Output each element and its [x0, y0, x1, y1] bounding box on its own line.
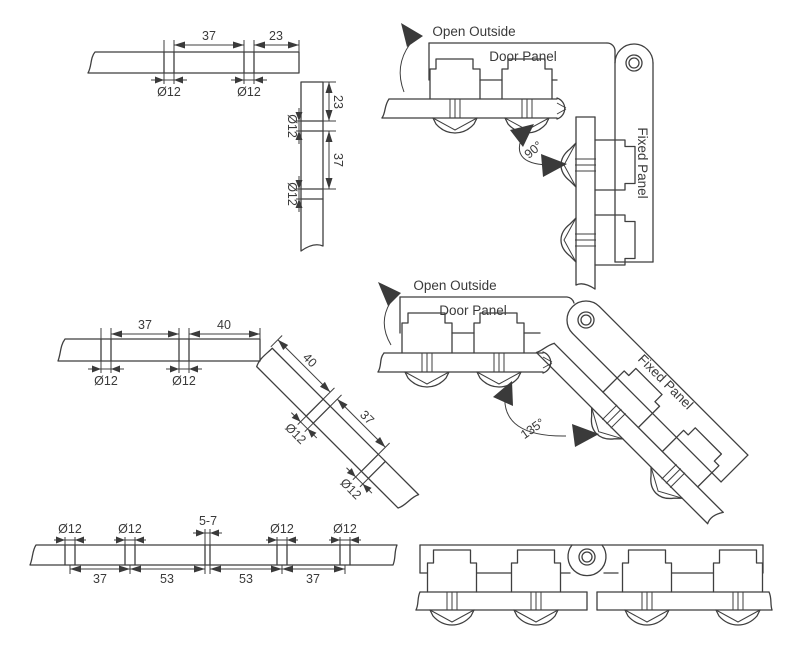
bolt-head: [404, 371, 450, 388]
glass-clamp: [621, 549, 673, 593]
hinge-nose: [556, 97, 566, 120]
dia-label: Ø12: [172, 374, 196, 388]
fixed-panel-label: Fixed Panel: [635, 351, 696, 412]
dimension-37-23: 37 23: [163, 29, 300, 52]
bolt-head: [432, 117, 478, 134]
dia-label: Ø12: [118, 522, 142, 536]
hole-diameter-labels: Ø12 Ø12: [88, 361, 202, 388]
door-glass: [377, 351, 553, 374]
dim-label: 37: [306, 572, 320, 586]
dia-label: Ø12: [94, 374, 118, 388]
dim-label: 53: [160, 572, 174, 586]
pivot-pin: [577, 311, 595, 329]
glass-clamp: [594, 139, 636, 191]
glass-clamp: [712, 549, 764, 593]
angle-135: 135°: [493, 381, 599, 447]
open-outside-label: Open Outside: [432, 24, 515, 39]
glass-strip: [57, 338, 261, 362]
dia-label: Ø12: [270, 522, 294, 536]
drill-template-door-135: 37 40 Ø12 Ø12: [57, 318, 261, 388]
drill-template-fixed-90: 23 37 Ø12 Ø12: [285, 81, 345, 252]
bolt-head: [624, 609, 670, 626]
glass-clamp: [426, 549, 478, 593]
pivot-pin: [578, 548, 596, 566]
assembly-135: Open Outside Door Panel: [377, 278, 749, 525]
open-outside-label: Open Outside: [413, 278, 496, 293]
dim-label: 23: [269, 29, 283, 43]
door-leaf: [428, 42, 616, 100]
glass-clamp: [501, 58, 553, 100]
knuckle: [567, 544, 607, 577]
fixed-clamps: [560, 139, 636, 266]
dim-label: 23: [331, 95, 345, 109]
dim-label: 40: [217, 318, 231, 332]
hinge-arm: [614, 43, 654, 263]
bolt-head: [560, 217, 577, 263]
glass-strip: [87, 51, 300, 74]
dia-label: Ø12: [282, 420, 309, 447]
assembly-180: [415, 544, 773, 626]
glass-strip: [29, 544, 398, 566]
dim-label: 37: [138, 318, 152, 332]
door-glass: [381, 97, 567, 120]
dia-label: Ø12: [58, 522, 82, 536]
fixed-panel-label: Fixed Panel: [635, 127, 650, 198]
open-outside-arrow: [378, 282, 401, 346]
dimension-23-37: 23 37: [323, 81, 345, 190]
bolt-head: [650, 466, 683, 500]
hinge-nose: [542, 351, 552, 374]
glass-clamp: [510, 549, 562, 593]
gap-label: 5-7: [199, 514, 217, 528]
bolt-head: [429, 609, 475, 626]
bolt-head: [715, 609, 761, 626]
glass-clamp: [602, 367, 663, 429]
dimension-row: 37 53 53 37: [69, 565, 346, 586]
drill-template-180: Ø12 Ø12 Ø12 Ø12 5-7 37 53 53 37: [29, 514, 398, 586]
open-outside-arrow: [399, 23, 423, 93]
dia-label: Ø12: [337, 476, 364, 503]
drill-template-door-90: 37 23 Ø12 Ø12: [87, 29, 300, 99]
glass-clamp: [473, 312, 525, 354]
dimension-37-40: 37 40: [100, 318, 261, 339]
angle-label: 135°: [518, 416, 547, 442]
hole-diameter-labels: Ø12 Ø12 Ø12 Ø12: [54, 522, 361, 545]
dim-label: 37: [93, 572, 107, 586]
hole-diameter-labels: Ø12 Ø12: [285, 108, 303, 212]
assembly-90: Open Outside Door Panel: [381, 23, 654, 290]
glass-clamp: [661, 427, 723, 488]
angle-90: 90°: [510, 124, 567, 177]
door-panel-label: Door Panel: [489, 49, 557, 64]
door-panel-label: Door Panel: [439, 303, 507, 318]
dia-label: Ø12: [157, 85, 181, 99]
glass-clamp: [401, 312, 453, 354]
glass-strip: [300, 81, 324, 252]
bolt-head: [476, 371, 522, 388]
gap-dimension: 5-7: [193, 514, 222, 545]
hinge-arm-and-fixed-panel: Fixed Panel: [535, 300, 749, 525]
dia-label: Ø12: [237, 85, 261, 99]
fixed-glass: [575, 116, 596, 290]
dim-label: 40: [300, 350, 320, 370]
door-bolts: [404, 353, 522, 388]
dim-label: 37: [331, 153, 345, 167]
drill-template-fixed-135: 40 37 Ø12 Ø12: [256, 335, 420, 509]
bolts: [429, 592, 761, 626]
pivot-pin: [625, 54, 643, 72]
glass-clamp: [594, 214, 636, 266]
glass-panels: [415, 591, 773, 611]
hinge-leaves: [419, 544, 764, 593]
dia-label: Ø12: [285, 114, 299, 138]
door-leaf: [399, 296, 575, 354]
dim-label: 53: [239, 572, 253, 586]
hole-diameter-labels: Ø12 Ø12: [151, 73, 267, 99]
bolt-head: [513, 609, 559, 626]
glass-clamp: [429, 58, 481, 100]
dim-label: 37: [357, 408, 377, 428]
glass-strip: [256, 347, 420, 509]
dim-label: 37: [202, 29, 216, 43]
dia-label: Ø12: [285, 182, 299, 206]
dia-label: Ø12: [333, 522, 357, 536]
